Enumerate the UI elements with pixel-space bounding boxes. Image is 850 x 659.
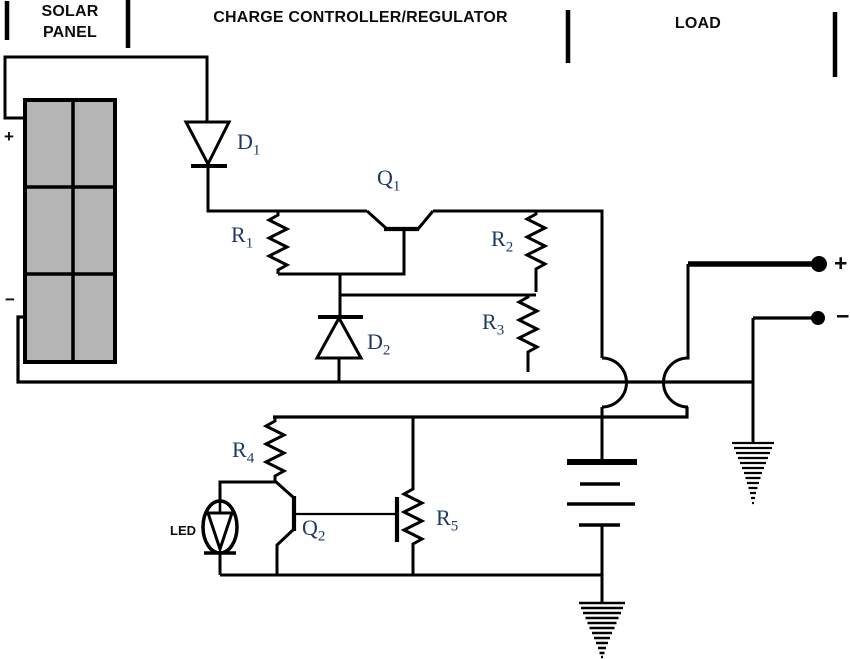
label-d1: D1 (237, 129, 261, 159)
wires (3, 55, 755, 602)
wire-bus2-supply (273, 407, 689, 419)
resistor-r5 (400, 487, 426, 546)
resistor-r2 (523, 211, 549, 292)
wire-led-to-r4 (218, 480, 275, 502)
minus-terminal-dot (811, 311, 825, 325)
led-symbol (201, 499, 239, 555)
wire-q1-base (278, 229, 406, 276)
solar-panel-symbol (23, 98, 117, 364)
label-led: LED (170, 523, 196, 538)
label-r3: R3 (482, 309, 505, 339)
label-r1: R1 (231, 222, 254, 252)
diode-d1-symbol (183, 120, 232, 168)
wire-d1-to-q1 (206, 167, 367, 213)
resistor-r4 (262, 417, 288, 481)
terminal-minus-sign: − (836, 303, 850, 329)
wire-hop-battery-line (600, 356, 628, 462)
output-terminals (688, 256, 827, 325)
resistors (262, 211, 549, 546)
wire-q1-to-battery-rail (433, 209, 604, 358)
section-label-charge-controller: CHARGE CONTROLLER/REGULATOR (213, 9, 508, 26)
wire-bus1-minus (16, 315, 753, 384)
panel-minus-sign: − (5, 290, 15, 309)
panel-plus-sign: + (4, 127, 14, 146)
wire-node-to-d2-r3 (338, 274, 536, 317)
label-d2: D2 (367, 329, 391, 359)
section-label-solar-panel: SOLAR PANEL (41, 3, 99, 41)
section-label-load: LOAD (674, 15, 722, 32)
plus-terminal-dot (811, 256, 827, 272)
terminal-plus-sign: + (834, 250, 848, 276)
wire-plus-terminal-feed (662, 264, 690, 409)
label-r2: R2 (491, 226, 514, 256)
label-r4: R4 (232, 437, 255, 467)
resistor-r1 (265, 211, 291, 274)
q1-emitter-collector-slants (365, 209, 435, 231)
header-divider-bars (4, 0, 838, 77)
ground-symbol-battery (579, 601, 625, 659)
label-q2: Q2 (302, 515, 326, 545)
diode-d2-symbol (314, 314, 364, 360)
transistor-q2-symbol (273, 479, 400, 575)
label-r5: R5 (436, 505, 459, 535)
label-q1: Q1 (377, 165, 401, 195)
ground-symbol-load (732, 441, 774, 505)
battery-symbol (567, 459, 637, 527)
resistor-r3 (515, 293, 541, 372)
wire-panel-plus-to-d1 (3, 55, 209, 122)
